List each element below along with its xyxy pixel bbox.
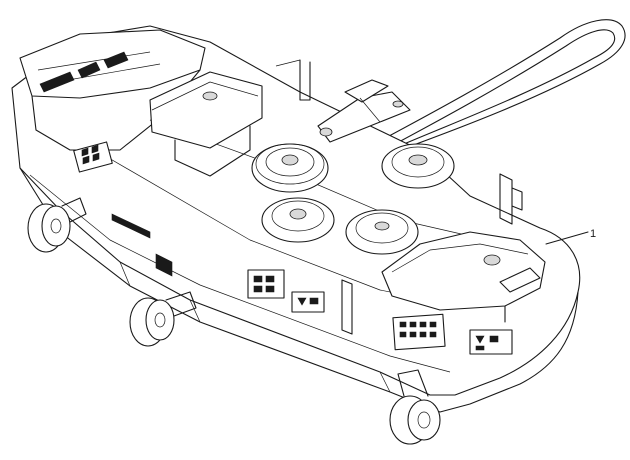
right-spindle-pulley — [381, 143, 455, 189]
callout-1-label: 1 — [590, 228, 596, 240]
mid-left-caster-wheel — [129, 291, 197, 347]
safety-decal-rear — [392, 313, 513, 355]
callout-1: 1 — [545, 228, 596, 245]
side-brand-decal — [111, 213, 173, 277]
center-spindle-cover — [149, 71, 263, 177]
rear-caster-wheel — [389, 369, 441, 445]
idler-pulley-left — [261, 197, 335, 243]
idler-pulley-right — [345, 209, 419, 255]
warning-label-front — [73, 141, 113, 173]
right-spindle-cover — [381, 231, 546, 323]
rear-mount-bracket — [341, 173, 523, 335]
safety-decal-skirt — [247, 269, 325, 313]
left-spindle-pulley — [251, 143, 329, 193]
drive-belt — [329, 19, 626, 177]
belt-tensioner-arm — [275, 59, 411, 143]
front-left-caster-wheel — [27, 197, 87, 253]
brand-decal — [39, 51, 129, 93]
left-spindle-cover — [19, 29, 206, 173]
